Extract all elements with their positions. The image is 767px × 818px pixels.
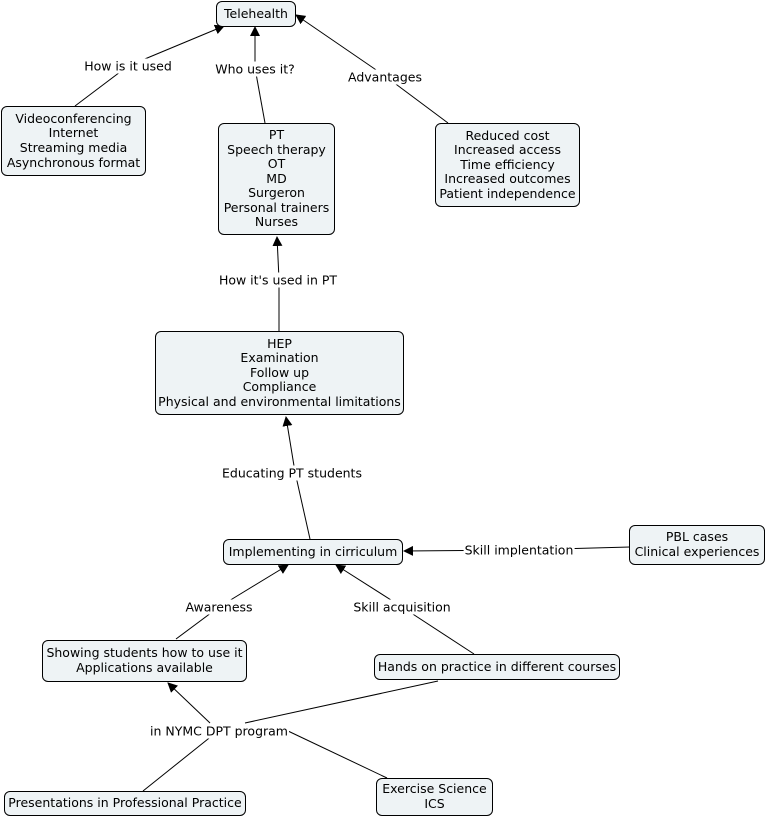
link-label-how-pt: How it's used in PT [217,272,339,288]
node-line: Implementing in cirriculum [228,543,398,559]
node-line: Physical and environmental limitations [158,393,401,409]
node-line: Showing students how to use it [46,645,243,661]
node-line: Streaming media [19,140,128,155]
node-line: OT [267,156,286,172]
link-users-to-telehealth [254,67,266,124]
link-label-how-used: How is it used [83,58,173,74]
curriculum-node[interactable]: Implementing in cirriculum [223,539,403,565]
node-text: Hands on practice in different courses [377,658,617,675]
node-line: Reduced cost [465,127,550,143]
link-handson-to-program [244,680,439,724]
hands-on-node[interactable]: Hands on practice in different courses [374,654,620,680]
node-line: PT [268,126,285,142]
node-line: Examination [240,350,319,366]
node-line: Compliance [242,379,317,395]
node-line: HEP [267,335,292,351]
node-line: Exercise Science [382,781,487,797]
node-line: Nurses [254,214,299,230]
node-line: Increased access [454,142,561,158]
link-label-awareness: Awareness [184,599,254,615]
node-line: Asynchronous format [6,154,141,170]
arrow-curriculum-to-ptuses [282,416,296,473]
arrow-ptuses-to-users [272,236,283,280]
link-label-skill-implementation: Skill implentation [463,542,575,558]
node-line: Time efficiency [460,156,555,172]
node-line: Internet [48,125,99,141]
telehealth-node[interactable]: Telehealth [216,1,296,27]
node-text: Implementing in cirriculum [228,543,398,560]
link-label-who-uses: Who uses it? [214,61,296,77]
node-text: Presentations in Professional Practice [8,796,241,811]
presentations-node[interactable]: Presentations in Professional Practice [4,791,246,816]
link-curriculum-to-ptuses [294,471,311,540]
arrow-program-to-showing [167,682,211,724]
node-line: Clinical experiences [634,544,760,559]
node-line: Speech therapy [227,141,326,157]
link-exercise-to-program [287,730,388,779]
node-line: ICS [424,796,445,811]
arrow-advantages-to-telehealth [295,14,386,77]
node-line: Follow up [249,364,310,380]
link-label-advantages: Advantages [347,69,423,85]
link-label-skill-acquisition: Skill acquisition [352,599,452,615]
node-line: Telehealth [224,5,288,21]
link-label-nymc: in NYMC DPT program [149,723,289,739]
link-presentations-to-program [142,730,219,792]
node-line: Hands on practice in different courses [377,658,617,674]
node-line: Surgeron [248,185,305,201]
node-line: Personal trainers [223,199,330,215]
node-line: Applications available [76,660,213,675]
link-handson-to-curriculum [401,606,475,655]
node-line: MD [266,170,287,186]
node-text: Telehealth [224,5,288,22]
node-line: PBL cases [665,529,729,545]
node-line: Videoconferencing [15,110,132,126]
node-line: Increased outcomes [444,171,571,187]
node-line: Presentations in Professional Practice [8,795,242,811]
node-line: Patient independence [439,185,576,201]
link-label-educating: Educating PT students [221,465,363,481]
